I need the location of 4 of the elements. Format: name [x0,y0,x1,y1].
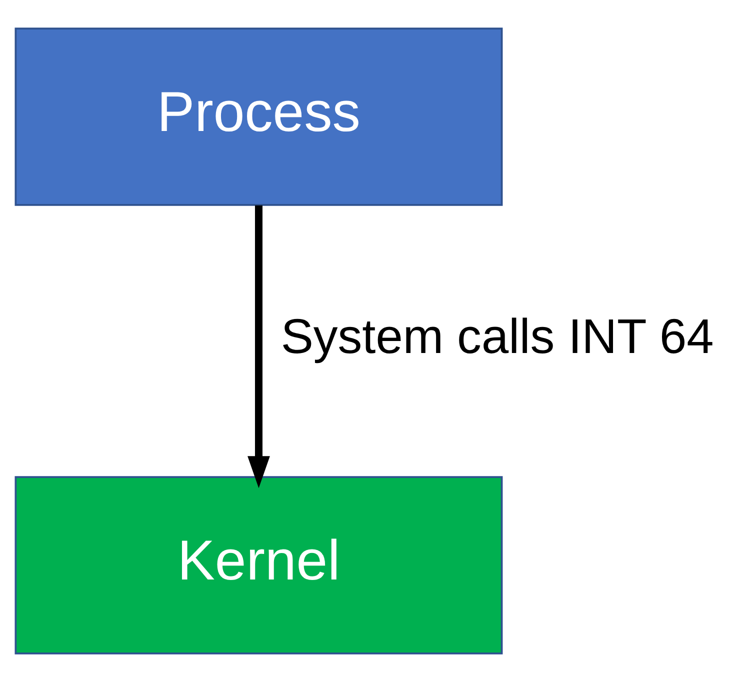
arrow [248,204,270,488]
node-box: Kernel [14,476,503,654]
node-box: Process [14,27,503,206]
edge-label: System calls INT 64 [280,309,714,364]
